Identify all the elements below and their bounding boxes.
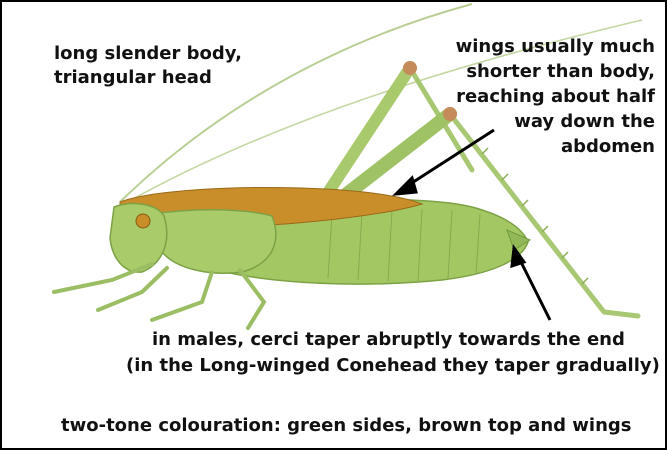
head: [110, 204, 167, 273]
body-shape-line-1: long slender body,: [54, 42, 242, 66]
body-shape-line-2: triangular head: [54, 66, 242, 90]
cerci-annotation-line-1: in males, cerci taper abruptly towards t…: [152, 328, 625, 352]
cerci-annotation-line-2: (in the Long-winged Conehead they taper …: [126, 354, 660, 378]
wings-line-2: shorter than body,: [456, 59, 655, 84]
antenna-1: [120, 4, 472, 202]
thorax: [152, 210, 276, 273]
wings-annotation: wings usually much shorter than body, re…: [456, 34, 655, 159]
body-shape-annotation: long slender body, triangular head: [54, 42, 242, 90]
wings-line-1: wings usually much: [456, 34, 655, 59]
knee-far: [403, 61, 417, 75]
wings-line-5: abdomen: [456, 134, 655, 159]
compound-eye: [136, 214, 150, 228]
cerci-arrow: [512, 248, 550, 320]
colouration-annotation: two-tone colouration: green sides, brown…: [61, 414, 632, 438]
wings-line-4: way down the: [456, 109, 655, 134]
wings-line-3: reaching about half: [456, 84, 655, 109]
